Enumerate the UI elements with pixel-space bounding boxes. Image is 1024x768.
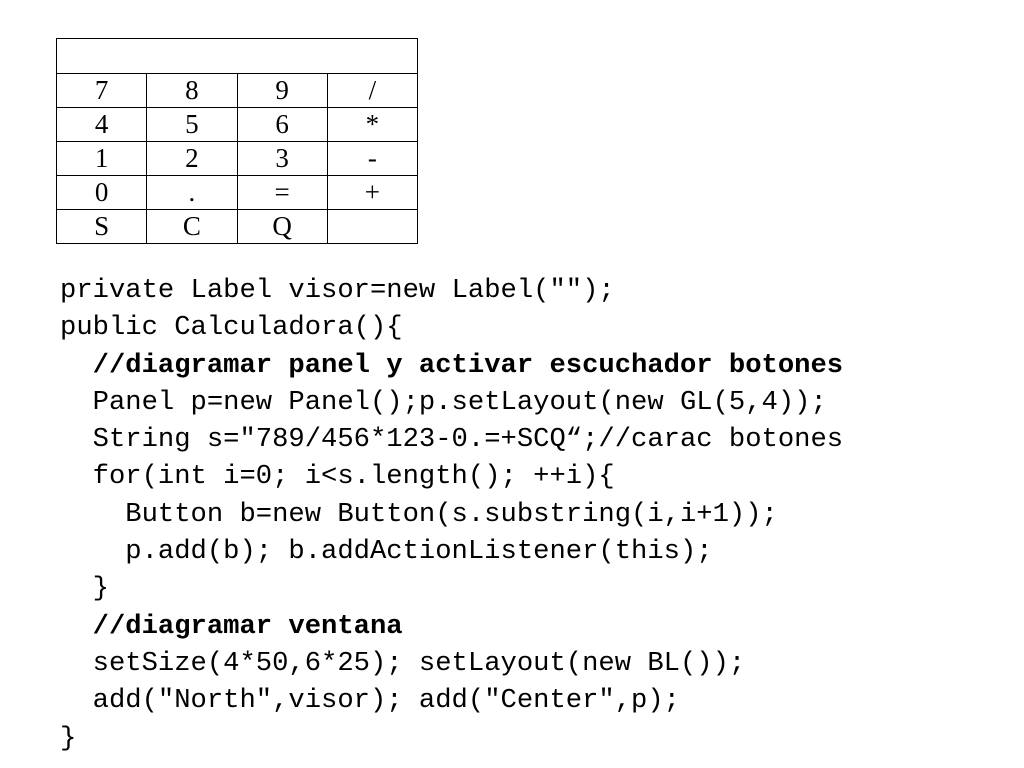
calculator-key-cell: *: [326, 107, 419, 142]
calculator-key-cell: 8: [146, 73, 238, 108]
calculator-key-cell: 9: [236, 73, 328, 108]
code-line: public Calculadora(){: [60, 312, 403, 344]
code-line: Panel p=new Panel();p.setLayout(new GL(5…: [92, 386, 827, 418]
code-line: String s="789/456*123-0.=+SCQ“;//carac b…: [92, 424, 844, 456]
calculator-key-cell: -: [326, 141, 419, 176]
code-line: for(int i=0; i<s.length(); ++i){: [92, 461, 615, 493]
code-line: add("North",visor); add("Center",p);: [92, 685, 680, 717]
calculator-key-cell: 7: [55, 73, 148, 108]
calculator-key-cell: 3: [236, 141, 328, 176]
calculator-key-cell: 1: [55, 141, 148, 176]
code-block: private Label visor=new Label(""); public…: [60, 272, 843, 757]
calculator-key-cell: 4: [55, 107, 148, 142]
code-line: }: [60, 722, 77, 754]
calculator-key-cell: .: [146, 175, 238, 210]
calculator-key-cell: /: [326, 73, 419, 108]
calculator-key-cell: 6: [236, 107, 328, 142]
key-row: 0.=+: [55, 175, 419, 210]
code-line: p.add(b); b.addActionListener(this);: [125, 536, 713, 568]
code-comment-line: //diagramar ventana: [92, 610, 403, 642]
calculator-display: [56, 38, 418, 74]
code-line: Button b=new Button(s.substring(i,i+1));: [125, 498, 778, 530]
code-line: setSize(4*50,6*25); setLayout(new BL());: [92, 647, 746, 679]
calculator-key-cell: +: [326, 175, 419, 210]
calculator-key-cell: S: [55, 209, 148, 244]
calculator-key-cell: Q: [236, 209, 328, 244]
calculator-key-cell: 2: [146, 141, 238, 176]
code-line: private Label visor=new Label("");: [60, 275, 615, 306]
calculator-key-cell: =: [236, 175, 328, 210]
calculator-key-cell: C: [146, 209, 238, 244]
code-line: }: [92, 573, 109, 605]
calculator-key-cell: 0: [55, 175, 148, 210]
code-comment-line: //diagramar panel y activar escuchador b…: [92, 349, 844, 381]
calculator-key-cell: [326, 209, 419, 244]
calculator-key-cell: 5: [146, 107, 238, 142]
display-row: [56, 38, 418, 74]
